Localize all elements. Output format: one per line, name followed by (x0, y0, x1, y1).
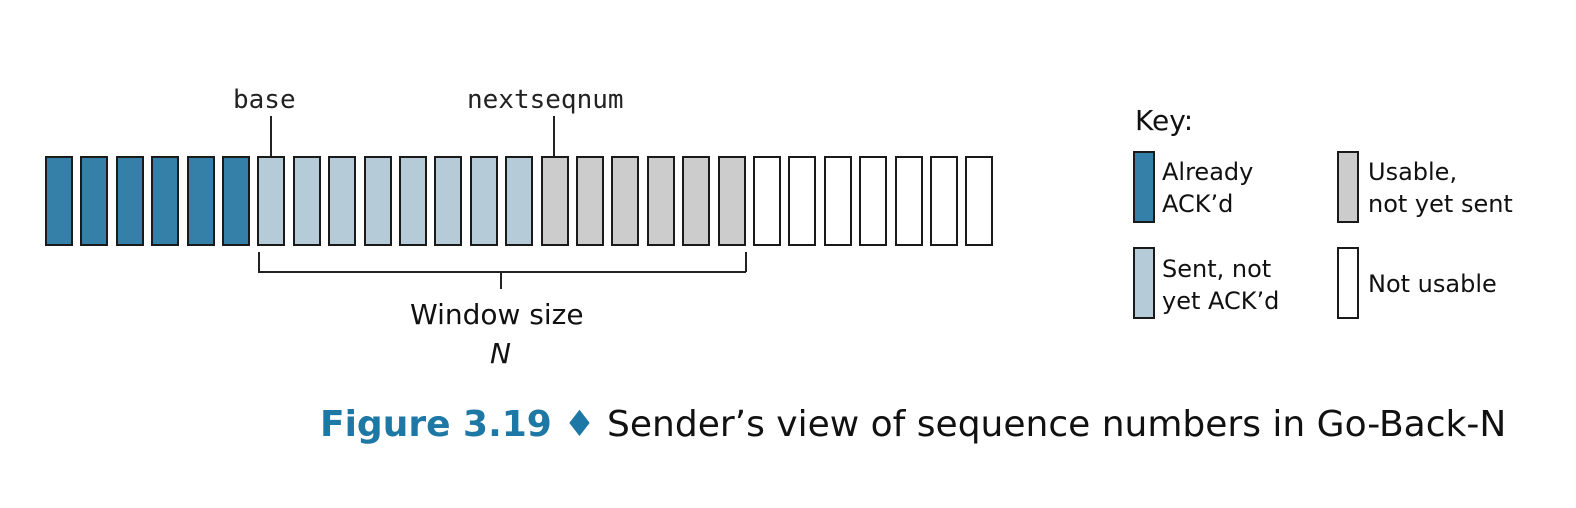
key-swatch-usable (1337, 151, 1359, 223)
caption-text: Sender’s view of sequence numbers in Go-… (607, 404, 1507, 445)
window-bracket-center-tick (500, 271, 502, 289)
nextseqnum-pointer-label: nextseqnum (467, 85, 624, 115)
seq-box-sent (364, 156, 392, 246)
window-bracket-line (258, 271, 746, 273)
seq-box-acked (187, 156, 215, 246)
key-title: Key: (1135, 104, 1194, 137)
seq-box-usable (718, 156, 746, 246)
key-label-usable: Usable, not yet sent (1368, 158, 1513, 218)
seq-box-unusable (824, 156, 852, 246)
seq-box-acked (80, 156, 108, 246)
seq-box-sent (293, 156, 321, 246)
window-bracket-right-tick (745, 252, 747, 272)
seq-box-unusable (753, 156, 781, 246)
figure-number: Figure 3.19 (320, 404, 552, 445)
seq-box-unusable (859, 156, 887, 246)
seq-box-acked (151, 156, 179, 246)
seq-box-sent (505, 156, 533, 246)
seq-box-usable (541, 156, 569, 246)
figure-caption: Figure 3.19 ♦ Sender’s view of sequence … (320, 404, 1506, 445)
seq-box-usable (647, 156, 675, 246)
key-label-unusable: Not usable (1368, 270, 1497, 298)
key-swatch-unusable (1337, 247, 1359, 319)
key-label-acked: Already ACK’d (1162, 158, 1254, 218)
seq-box-acked (222, 156, 250, 246)
window-size-n: N (490, 337, 511, 370)
key-swatch-sent (1133, 247, 1155, 319)
seq-box-acked (116, 156, 144, 246)
seq-box-unusable (965, 156, 993, 246)
base-pointer-label: base (233, 85, 296, 115)
seq-box-usable (682, 156, 710, 246)
seq-box-acked (45, 156, 73, 246)
seq-box-sent (434, 156, 462, 246)
key-swatch-acked (1133, 151, 1155, 223)
nextseqnum-pointer-line (553, 116, 555, 156)
window-bracket-left-tick (258, 252, 260, 272)
seq-box-sent (399, 156, 427, 246)
seq-box-usable (576, 156, 604, 246)
window-size-label: Window size (410, 298, 584, 331)
seq-box-unusable (930, 156, 958, 246)
base-pointer-line (270, 116, 272, 156)
seq-box-sent (470, 156, 498, 246)
seq-box-sent (257, 156, 285, 246)
seq-box-usable (611, 156, 639, 246)
seq-box-unusable (788, 156, 816, 246)
seq-box-unusable (895, 156, 923, 246)
seq-box-sent (328, 156, 356, 246)
caption-diamond: ♦ (563, 404, 596, 445)
key-label-sent: Sent, not yet ACK’d (1162, 255, 1280, 315)
